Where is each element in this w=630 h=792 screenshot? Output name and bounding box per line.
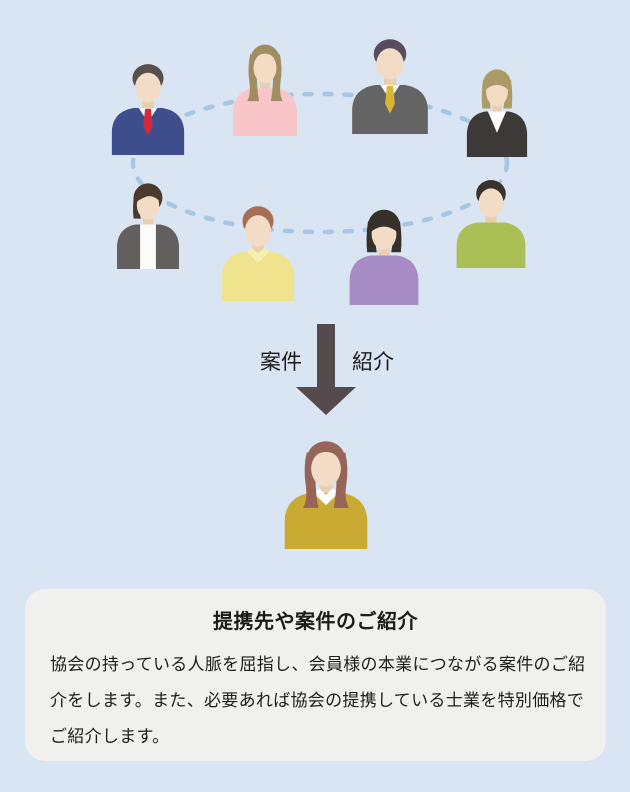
avatar-woman-black-bob-purple-top [344, 206, 424, 305]
avatar-woman-auburn-hair-mustard-sweater [278, 437, 374, 549]
label-anken: 案件 [260, 351, 302, 374]
avatar-man-gray-suit-yellow-tie [346, 36, 434, 134]
avatar-man-yellow-shirt [216, 203, 300, 301]
down-arrow-icon [290, 322, 360, 417]
label-shoukai: 紹介 [352, 351, 394, 374]
info-card: 提携先や案件のご紹介 協会の持っている人脈を屈指し、会員様の本業につながる案件の… [25, 589, 606, 761]
avatar-woman-bob-black-jacket [462, 66, 532, 157]
card-body-line: 協会の持っている人脈を屈指し、会員様の本業につながる案件のご紹 [50, 655, 586, 674]
network-connection-dotted-ellipse [130, 91, 510, 235]
avatar-man-navy-suit-red-tie [106, 61, 190, 155]
avatar-woman-gray-cardigan [112, 180, 184, 269]
card-body-line: ご紹介します。 [50, 727, 170, 746]
card-title: 提携先や案件のご紹介 [213, 611, 418, 633]
card-body-line: 介をします。また、必要あれば協会の提携している士業を特別価格で [50, 691, 585, 710]
avatar-woman-long-hair-pink-top [228, 41, 302, 136]
card-body: 協会の持っている人脈を屈指し、会員様の本業につながる案件のご紹 介をします。また… [50, 647, 586, 755]
avatar-man-green-top [451, 177, 531, 268]
